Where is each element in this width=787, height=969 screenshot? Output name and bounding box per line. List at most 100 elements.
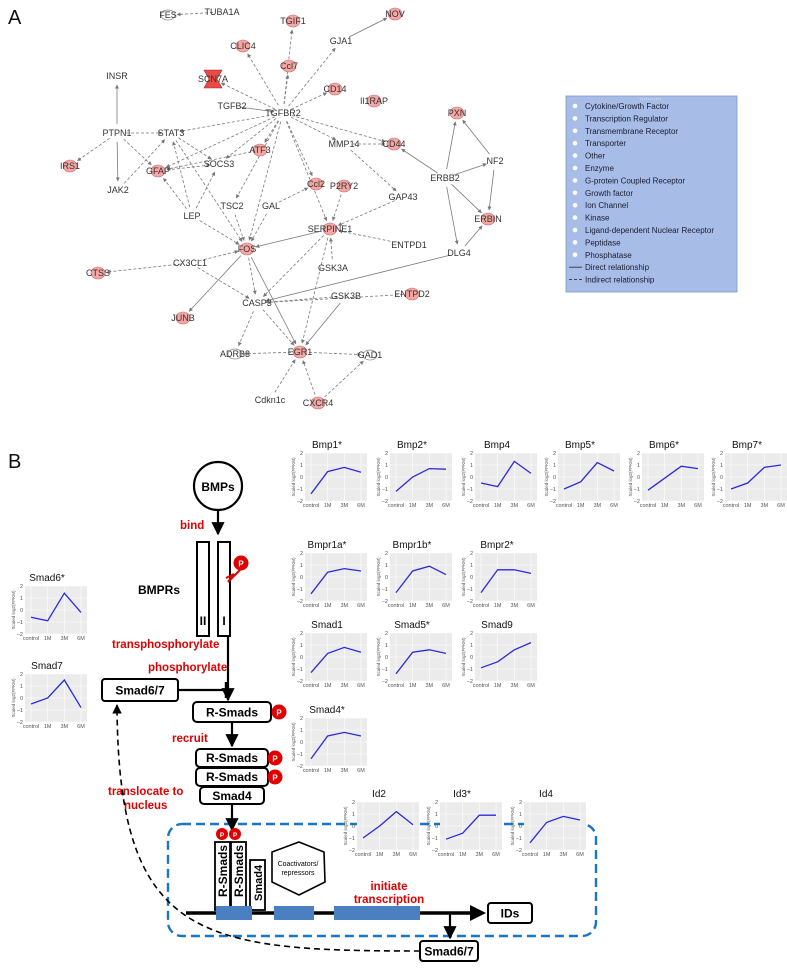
gene-label: ATF3 — [249, 145, 270, 155]
gene-node-ccl2: Ccl2 — [307, 177, 325, 191]
edge-tgfbr2-gja1 — [288, 47, 336, 107]
y-tick-label: −1 — [516, 836, 522, 842]
edge-lep-stat3 — [172, 141, 191, 208]
y-axis-label: Scaled log2(FPKM) — [11, 678, 16, 718]
x-tick-label: control — [23, 636, 40, 642]
nuclear-smad4-label: Smad4 — [253, 864, 265, 901]
gene-node-lep: LEP — [183, 211, 200, 221]
y-tick-label: 1 — [470, 563, 473, 569]
chart-title: Bmp7* — [732, 440, 762, 451]
y-tick-label: 0 — [300, 655, 303, 661]
y-tick-label: −2 — [717, 499, 723, 505]
panel-a-letter: A — [8, 7, 22, 29]
gene-label: IRS1 — [60, 161, 80, 171]
y-tick-label: 1 — [553, 463, 556, 469]
y-tick-label: 2 — [300, 716, 303, 722]
chart-title: Bmpr1b* — [393, 540, 432, 551]
x-tick-label: 1M — [324, 503, 332, 509]
edge-erbb2-erbin — [451, 183, 482, 214]
chart-title: Bmpr2* — [480, 540, 513, 551]
transphosphorylate-bolt — [225, 569, 241, 583]
translocate-label-1: translocate to — [108, 786, 183, 798]
y-tick-label: −2 — [516, 848, 522, 854]
y-tick-label: 1 — [637, 463, 640, 469]
x-tick-label: 1M — [409, 603, 417, 609]
series-line — [529, 815, 581, 844]
y-axis-label: Scaled log2(FPKM) — [426, 806, 431, 846]
edge-erbb2-dlg4 — [446, 186, 459, 245]
x-tick-label: 3M — [61, 636, 69, 642]
series-line — [395, 467, 447, 492]
phospho-label: P — [238, 560, 244, 569]
gene-label: Ccl7 — [280, 61, 298, 71]
edge-fos-casp3 — [248, 257, 257, 295]
x-tick-label: 3M — [511, 683, 519, 689]
gene-label: JAK2 — [107, 185, 129, 195]
edge-cdkn1c-egr1 — [274, 359, 296, 393]
gene-node-erbin: ERBIN — [474, 212, 502, 226]
x-tick-label: 3M — [61, 724, 69, 730]
edge-stat3-fos — [175, 140, 243, 242]
edge-tgfbr2-ccl2 — [286, 120, 313, 177]
gene-node-insr: INSR — [106, 71, 128, 81]
edge-tgfbr2-cd44 — [291, 115, 386, 143]
gene-node-tgfbr2: TGFBR2 — [265, 108, 301, 118]
gene-label: ENTPD2 — [394, 289, 430, 299]
edge-atf3-gfap — [166, 151, 252, 171]
edge-casp3-egr1 — [262, 309, 295, 346]
y-axis-label: Scaled log2(FPKM) — [291, 637, 296, 677]
edge-lep-socs3 — [195, 171, 216, 209]
y-tick-label: 2 — [300, 551, 303, 557]
edge-cxcr4-gad1 — [324, 360, 364, 398]
y-tick-label: −2 — [17, 720, 23, 726]
coactivators-label-2: repressors — [281, 870, 315, 877]
gene-label: SERPINE1 — [308, 224, 353, 234]
transphosphorylate-label: transphosphorylate — [112, 639, 219, 651]
series-line — [395, 565, 447, 593]
gene-label: P2RY2 — [330, 181, 358, 191]
y-tick-label: −2 — [17, 632, 23, 638]
y-tick-label: −2 — [297, 599, 303, 605]
series-line — [310, 646, 362, 674]
y-tick-label: −2 — [550, 499, 556, 505]
gene-node-entpd1: ENTPD1 — [391, 240, 427, 250]
translocate-label-2: nucleus — [124, 800, 167, 812]
x-tick-label: control — [438, 852, 455, 858]
gene-node-p2ry2: P2RY2 — [330, 179, 358, 193]
smad67-label: Smad6/7 — [115, 684, 165, 698]
x-tick-label: 1M — [661, 503, 669, 509]
nuclear-smad4 — [249, 859, 266, 911]
rsmads-label-2: R-Smads — [206, 751, 258, 765]
gene-label: SOCS3 — [204, 159, 235, 169]
edge-gal-ccl2 — [278, 187, 309, 203]
y-tick-label: 2 — [300, 451, 303, 457]
y-tick-label: 2 — [300, 631, 303, 637]
x-tick-label: 1M — [577, 503, 585, 509]
edge-stat3-socs3 — [178, 137, 212, 160]
y-axis-label: Scaled log2(FPKM) — [291, 722, 296, 762]
y-tick-label: −2 — [382, 679, 388, 685]
x-tick-label: 3M — [426, 603, 434, 609]
series-line — [480, 460, 532, 488]
x-tick-label: control — [723, 503, 740, 509]
chart-title: Smad5* — [394, 620, 430, 631]
edge-nf2-pxn — [462, 119, 490, 155]
y-tick-label: 0 — [300, 740, 303, 746]
gene-label: SCN7A — [198, 74, 228, 84]
gene-label: CASP3 — [242, 298, 272, 308]
gene-label: CD44 — [382, 139, 405, 149]
legend-label: Peptidase — [585, 238, 621, 247]
legend-shape-icon — [572, 128, 578, 134]
gene-label: GAD1 — [358, 350, 383, 360]
y-tick-label: 1 — [20, 684, 23, 690]
x-tick-label: 3M — [594, 503, 602, 509]
y-tick-label: 2 — [637, 451, 640, 457]
gene-node-clic4: CLIC4 — [230, 39, 256, 53]
edge-gja1-nov — [348, 17, 388, 38]
y-tick-label: −2 — [634, 499, 640, 505]
gene-label: TGFBR2 — [265, 108, 301, 118]
